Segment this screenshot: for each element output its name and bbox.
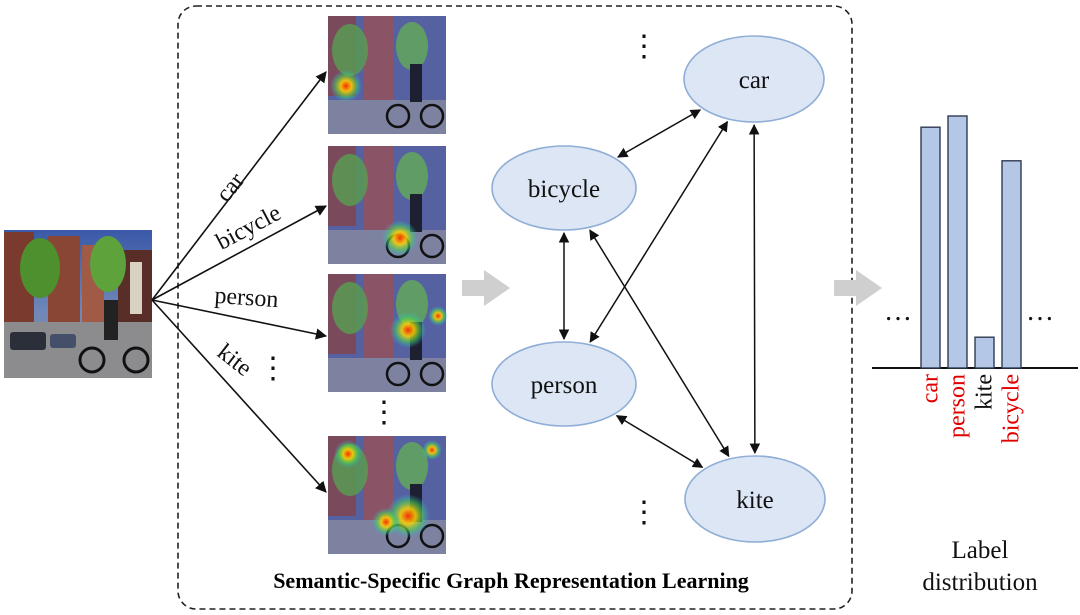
fan-arrow [151,299,327,493]
fan-arrow [151,299,328,340]
graph-node-person: person [491,341,637,427]
flow-arrow [462,270,510,306]
attention-map [328,16,446,134]
chart-caption: distribution [922,569,1038,596]
horizontal-ellipsis: … [884,296,912,327]
graph-node-label: car [739,67,770,94]
graph-learning-frame [177,5,853,610]
graph-node-label: kite [736,487,774,514]
input-image [4,230,152,378]
tick-label-car: car [918,374,944,403]
tick-label-person: person [945,374,971,438]
branch-label-car: car [211,168,250,207]
attention-map [328,274,448,392]
branch-label-kite: kite [212,339,256,382]
graph-edge-kite-car [748,123,761,455]
vertical-ellipsis: ⋮ [258,352,288,385]
bar-person [947,115,968,369]
vertical-ellipsis: ⋮ [629,496,659,529]
bar-kite [974,336,995,369]
graph-node-label: bicycle [528,176,600,203]
graph-node-kite: kite [684,455,826,543]
fan-arrow [151,71,327,301]
tick-label-bicycle: bicycle [999,374,1025,443]
bar-car [920,126,941,369]
graph-edge-bicycle-kite [589,229,730,458]
graph-node-car: car [683,35,825,123]
horizontal-ellipsis: … [1026,296,1054,327]
flow-arrow [834,270,882,306]
chart-caption: Label [952,537,1009,564]
flow-arrows [462,270,882,306]
fan-arrow [151,205,327,301]
vertical-ellipsis: ⋮ [629,30,659,63]
graph-node-label: person [531,372,598,399]
branch-label-person: person [214,283,280,313]
bar-bicycle [1001,160,1022,369]
attention-map [328,436,446,554]
graph-edge-bicycle-car [617,109,702,158]
frame-title: Semantic-Specific Graph Representation L… [273,568,749,593]
tick-label-kite: kite [972,374,998,410]
vertical-ellipsis: ⋮ [369,396,399,429]
attention-map [328,146,446,264]
graph-node-bicycle: bicycle [491,145,637,231]
graph-edge-person-kite [615,415,704,468]
graph-edge-person-car [589,120,729,343]
